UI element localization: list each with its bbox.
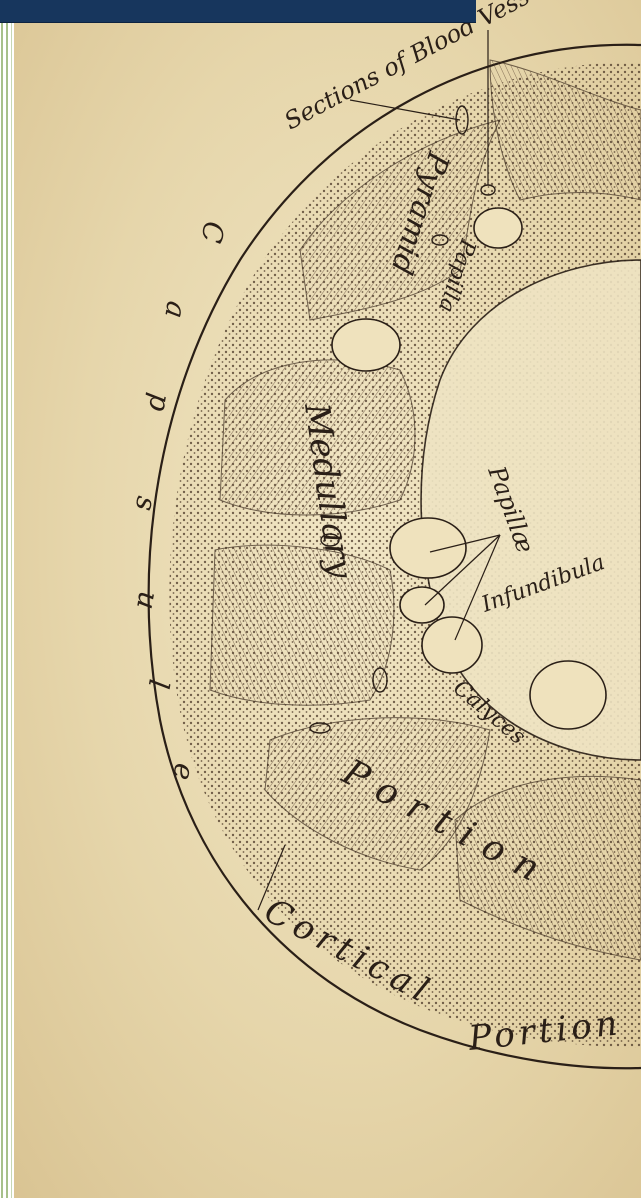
label-capsule-u: u <box>130 589 166 613</box>
papilla-oval-1 <box>474 208 522 248</box>
sidebar-rule-outer <box>1 22 3 1198</box>
label-capsule-c: C <box>194 219 230 246</box>
papilla-oval-3 <box>390 518 466 578</box>
papilla-oval-2 <box>332 319 400 371</box>
label-capsule-a: a <box>158 299 193 321</box>
papilla-oval-4 <box>400 587 444 623</box>
label-capsule-s: s <box>129 494 164 514</box>
sidebar-rule-middle <box>6 22 8 1198</box>
top-banner <box>0 0 476 23</box>
pyramid-lobe-left-lower <box>210 545 394 705</box>
papilla-oval-5 <box>422 617 482 673</box>
label-capsule-p: p <box>142 391 178 414</box>
label-capsule-l: l <box>142 677 176 692</box>
papilla-oval-6 <box>530 661 606 729</box>
sidebar-rule-inner <box>11 22 12 1198</box>
left-sidebar-strip <box>0 0 14 1198</box>
